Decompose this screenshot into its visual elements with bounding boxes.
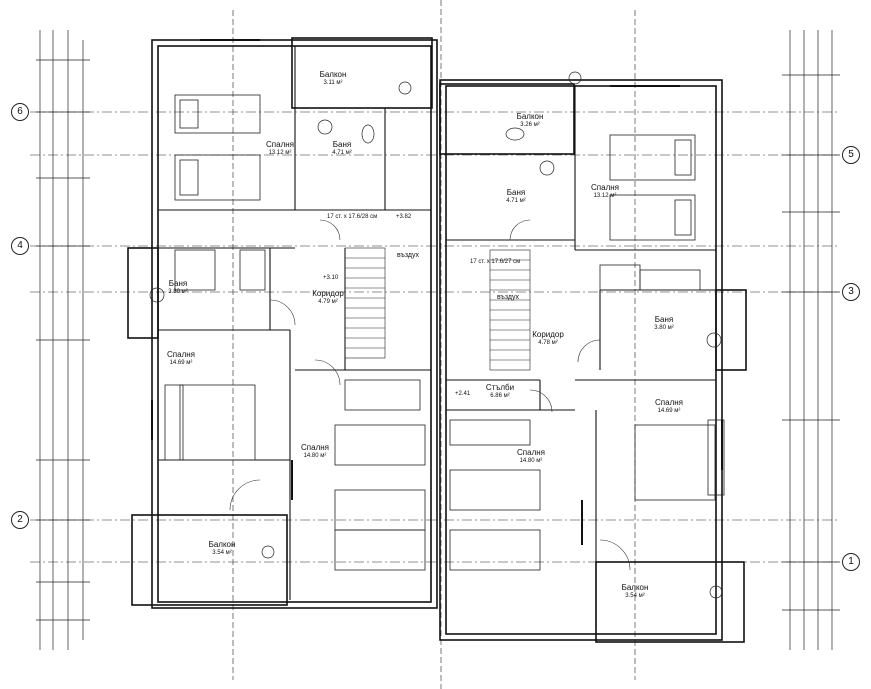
room-name: Балкон bbox=[319, 70, 347, 79]
room-name: Балкон bbox=[208, 540, 236, 549]
furniture bbox=[164, 94, 725, 571]
room-label-balcony-sw: Балкон 3.54 м² bbox=[209, 540, 236, 558]
room-area: 14.69 м² bbox=[657, 408, 681, 414]
room-area: 3.54 м² bbox=[212, 550, 232, 556]
dimension-lines-right bbox=[782, 30, 840, 650]
sanitary-fixtures bbox=[149, 71, 723, 599]
room-area: 14.80 м² bbox=[303, 453, 327, 459]
room-label-bedroom-nw: Спалня 13.12 м² bbox=[266, 140, 294, 158]
room-name: Коридор bbox=[532, 330, 564, 339]
air-shaft-label-right: въздух bbox=[497, 294, 520, 301]
room-area: 3.54 м² bbox=[625, 593, 645, 599]
room-area: 3.26 м² bbox=[520, 122, 540, 128]
room-name: Баня bbox=[332, 140, 352, 149]
room-area: 14.69 м² bbox=[169, 360, 193, 366]
room-area: 4.71 м² bbox=[506, 198, 526, 204]
room-area: 4.71 м² bbox=[332, 150, 352, 156]
room-area: 13.12 м² bbox=[268, 150, 292, 156]
room-label-bedroom-w: Спалня 14.69 м² bbox=[167, 350, 195, 368]
room-name: Спалня bbox=[301, 443, 329, 452]
axis-bubble-3: 3 bbox=[842, 283, 860, 301]
room-area: 6.86 м² bbox=[490, 393, 510, 399]
axis-bubble-6: 6 bbox=[11, 103, 29, 121]
room-area: 3.11 м² bbox=[323, 80, 343, 86]
room-label-bath-n-left: Баня 4.71 м² bbox=[332, 140, 351, 158]
room-name: Баня bbox=[168, 279, 188, 288]
room-label-bedroom-ce: Спалня 14.80 м² bbox=[517, 448, 545, 466]
level-mark-mid: +3.10 bbox=[323, 275, 339, 281]
room-label-stairs: Стълби 6.86 м² bbox=[486, 383, 514, 401]
room-label-balcony-nw: Балкон 3.11 м² bbox=[320, 70, 347, 88]
room-area: 4.78 м² bbox=[538, 340, 558, 346]
axis-bubble-5: 5 bbox=[842, 146, 860, 164]
air-shaft-label-left: въздух bbox=[397, 252, 420, 259]
room-name: Балкон bbox=[516, 112, 544, 121]
stair-note-left: 17 ст. х 17.6/28 см bbox=[327, 214, 378, 220]
room-label-bath-e: Баня 3.80 м² bbox=[654, 315, 673, 333]
axis-bubble-4: 4 bbox=[11, 237, 29, 255]
room-name: Спалня bbox=[655, 398, 683, 407]
room-name: Стълби bbox=[485, 383, 515, 392]
room-label-bedroom-ne: Спалня 13.12 м² bbox=[591, 183, 619, 201]
room-area: 14.80 м² bbox=[519, 458, 543, 464]
room-area: 3.80 м² bbox=[168, 289, 188, 295]
room-name: Спалня bbox=[266, 140, 294, 149]
room-area: 13.12 м² bbox=[593, 193, 617, 199]
stair-note-right: 17 ст. х 17.6/27 см bbox=[470, 259, 521, 265]
room-label-bedroom-e: Спалня 14.69 м² bbox=[655, 398, 683, 416]
level-mark-low: +2.41 bbox=[455, 391, 471, 397]
stair-treads bbox=[344, 247, 531, 371]
room-label-bath-w: Баня 3.80 м² bbox=[168, 279, 187, 297]
room-area: 4.79 м² bbox=[318, 299, 338, 305]
room-name: Спалня bbox=[517, 448, 545, 457]
room-name: Баня bbox=[654, 315, 674, 324]
room-label-bath-n-right: Баня 4.71 м² bbox=[506, 188, 525, 206]
room-label-corridor-right: Коридор 4.78 м² bbox=[532, 330, 564, 348]
room-name: Спалня bbox=[167, 350, 195, 359]
window-marks bbox=[151, 39, 723, 545]
room-name: Балкон bbox=[621, 583, 649, 592]
room-label-corridor-left: Коридор 4.79 м² bbox=[312, 289, 344, 307]
room-name: Коридор bbox=[312, 289, 344, 298]
axis-bubble-1: 1 bbox=[842, 553, 860, 571]
room-name: Баня bbox=[506, 188, 526, 197]
room-area: 3.80 м² bbox=[654, 325, 674, 331]
axis-bubble-2: 2 bbox=[11, 511, 29, 529]
dimension-lines-left bbox=[36, 30, 90, 650]
room-label-balcony-ne: Балкон 3.26 м² bbox=[517, 112, 544, 130]
room-label-bedroom-cw: Спалня 14.80 м² bbox=[301, 443, 329, 461]
room-name: Спалня bbox=[591, 183, 619, 192]
room-label-balcony-se: Балкон 3.54 м² bbox=[622, 583, 649, 601]
level-mark-up: +3.82 bbox=[396, 214, 412, 220]
center-guides bbox=[232, 0, 636, 689]
door-swings bbox=[229, 219, 631, 571]
